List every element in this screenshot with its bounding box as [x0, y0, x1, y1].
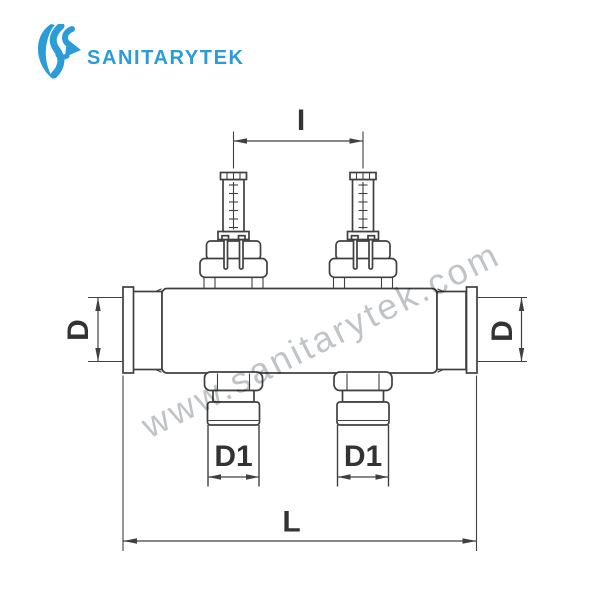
dim-label-end-diameter-right: D — [486, 320, 519, 342]
right-flange — [465, 286, 478, 374]
dim-label-outlet-diameter-left: D1 — [214, 440, 252, 473]
dim-label-overall-length: L — [282, 506, 300, 539]
arrowhead-up — [95, 297, 101, 311]
dimension-end-diameter-left: D — [62, 297, 101, 362]
brand-logo: SANITARYTEK — [37, 24, 245, 79]
flow-meter-left — [199, 171, 268, 289]
arrowhead-left — [123, 538, 137, 544]
sanitarytek-waves-shield-icon — [38, 24, 81, 79]
arrowhead-left — [233, 138, 247, 144]
dimension-end-diameter-right: D — [486, 297, 525, 362]
arrowhead-right — [349, 138, 363, 144]
brand-logo-text: SANITARYTEK — [87, 47, 245, 69]
dim-label-end-diameter-left: D — [62, 319, 95, 341]
arrowhead-right — [462, 538, 477, 544]
arrowhead-down — [518, 348, 525, 362]
manifold-body — [88, 286, 527, 374]
dim-label-branch-spacing: I — [297, 104, 305, 137]
left-flange — [122, 286, 135, 374]
dimension-overall-length: L — [122, 375, 478, 551]
dimension-branch-spacing: I — [232, 104, 364, 169]
arrowhead-up — [518, 297, 525, 311]
flow-meter-right — [328, 171, 398, 289]
arrowhead-down — [95, 348, 101, 362]
dim-label-outlet-diameter-right: D1 — [344, 440, 382, 473]
